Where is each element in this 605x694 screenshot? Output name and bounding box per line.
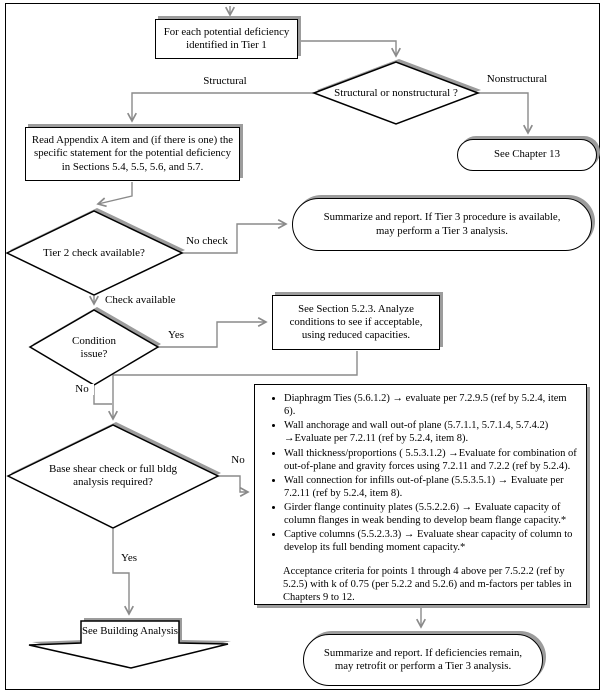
evaluation-bullet: Diaphragm Ties (5.6.1.2) → evaluate per … — [284, 392, 578, 418]
edge-label-yes-condition: Yes — [162, 330, 190, 341]
evaluation-bullet: Wall thickness/proportions ( 5.5.3.1.2) … — [284, 447, 578, 473]
connector-condition-yes — [158, 322, 266, 348]
summarize-retrofit-node: Summarize and report. If deficiencies re… — [303, 634, 543, 686]
structural-decision-label: Structural or nonstructural ? — [334, 86, 458, 99]
edge-label-no-base-shear: No — [226, 455, 250, 466]
base-shear-decision-diamond — [6, 424, 220, 529]
condition-decision-diamond — [28, 309, 160, 386]
base-shear-decision-label: Base shear check or full bldg analysis r… — [49, 463, 177, 488]
building-analysis-shape — [28, 620, 229, 669]
summarize-retrofit-label: Summarize and report. If deficiencies re… — [323, 646, 523, 672]
edge-label-yes-base-shear: Yes — [115, 553, 143, 564]
building-analysis-label: See Building Analysis — [82, 625, 178, 638]
evaluation-details-box: Diaphragm Ties (5.6.1.2) → evaluate per … — [254, 384, 587, 605]
connector-appendix-to-tier2 — [98, 182, 133, 204]
edge-label-no-check: No check — [183, 236, 231, 247]
connector-nonstructural-branch — [478, 92, 528, 133]
evaluation-bullet-list: Diaphragm Ties (5.6.1.2) → evaluate per … — [255, 392, 578, 555]
tier2-decision-label: Tier 2 check available? — [43, 246, 145, 259]
connector-section523-to-base-shear — [113, 351, 358, 419]
see-chapter-13-label: See Chapter 13 — [494, 148, 560, 161]
connector-no-check — [182, 224, 286, 254]
tier2-decision-diamond — [5, 210, 184, 296]
condition-decision-label: Condition issue? — [71, 335, 116, 360]
connector-base-shear-yes — [112, 529, 129, 614]
evaluation-bullet: Captive columns (5.5.2.3.3) → Evaluate s… — [284, 528, 578, 554]
connector-base-shear-no — [218, 475, 248, 492]
see-section-523-node: See Section 5.2.3. Analyze conditions to… — [272, 295, 440, 350]
summarize-tier3-node: Summarize and report. If Tier 3 procedur… — [292, 198, 592, 251]
connector-start-to-structural-decision — [297, 40, 396, 56]
structural-decision-diamond — [311, 61, 481, 125]
start-node-label: For each potential deficiency identified… — [163, 25, 290, 51]
see-section-523-label: See Section 5.2.3. Analyze conditions to… — [289, 302, 423, 342]
connector-condition-no-merge — [93, 386, 112, 405]
evaluation-bullet: Girder flange continuity plates (5.5.2.2… — [284, 501, 578, 527]
acceptance-criteria-text: Acceptance criteria for points 1 through… — [283, 565, 572, 603]
page-border — [5, 3, 600, 690]
read-appendix-label: Read Appendix A item and (if there is on… — [31, 134, 234, 173]
see-chapter-13-node: See Chapter 13 — [457, 139, 597, 171]
summarize-tier3-label: Summarize and report. If Tier 3 procedur… — [323, 211, 561, 237]
evaluation-bullet: Wall anchorage and wall out-of plane (5.… — [284, 419, 578, 445]
edge-label-check-available: Check available — [104, 295, 190, 306]
evaluation-bullet: Wall connection for infills out-of-plane… — [284, 474, 578, 500]
start-node: For each potential deficiency identified… — [155, 19, 298, 59]
read-appendix-node: Read Appendix A item and (if there is on… — [25, 127, 240, 181]
edge-label-nonstructural: Nonstructural — [478, 74, 556, 85]
connector-structural-branch — [132, 92, 314, 121]
edge-label-no-condition: No — [70, 384, 94, 395]
edge-label-structural: Structural — [186, 76, 264, 87]
